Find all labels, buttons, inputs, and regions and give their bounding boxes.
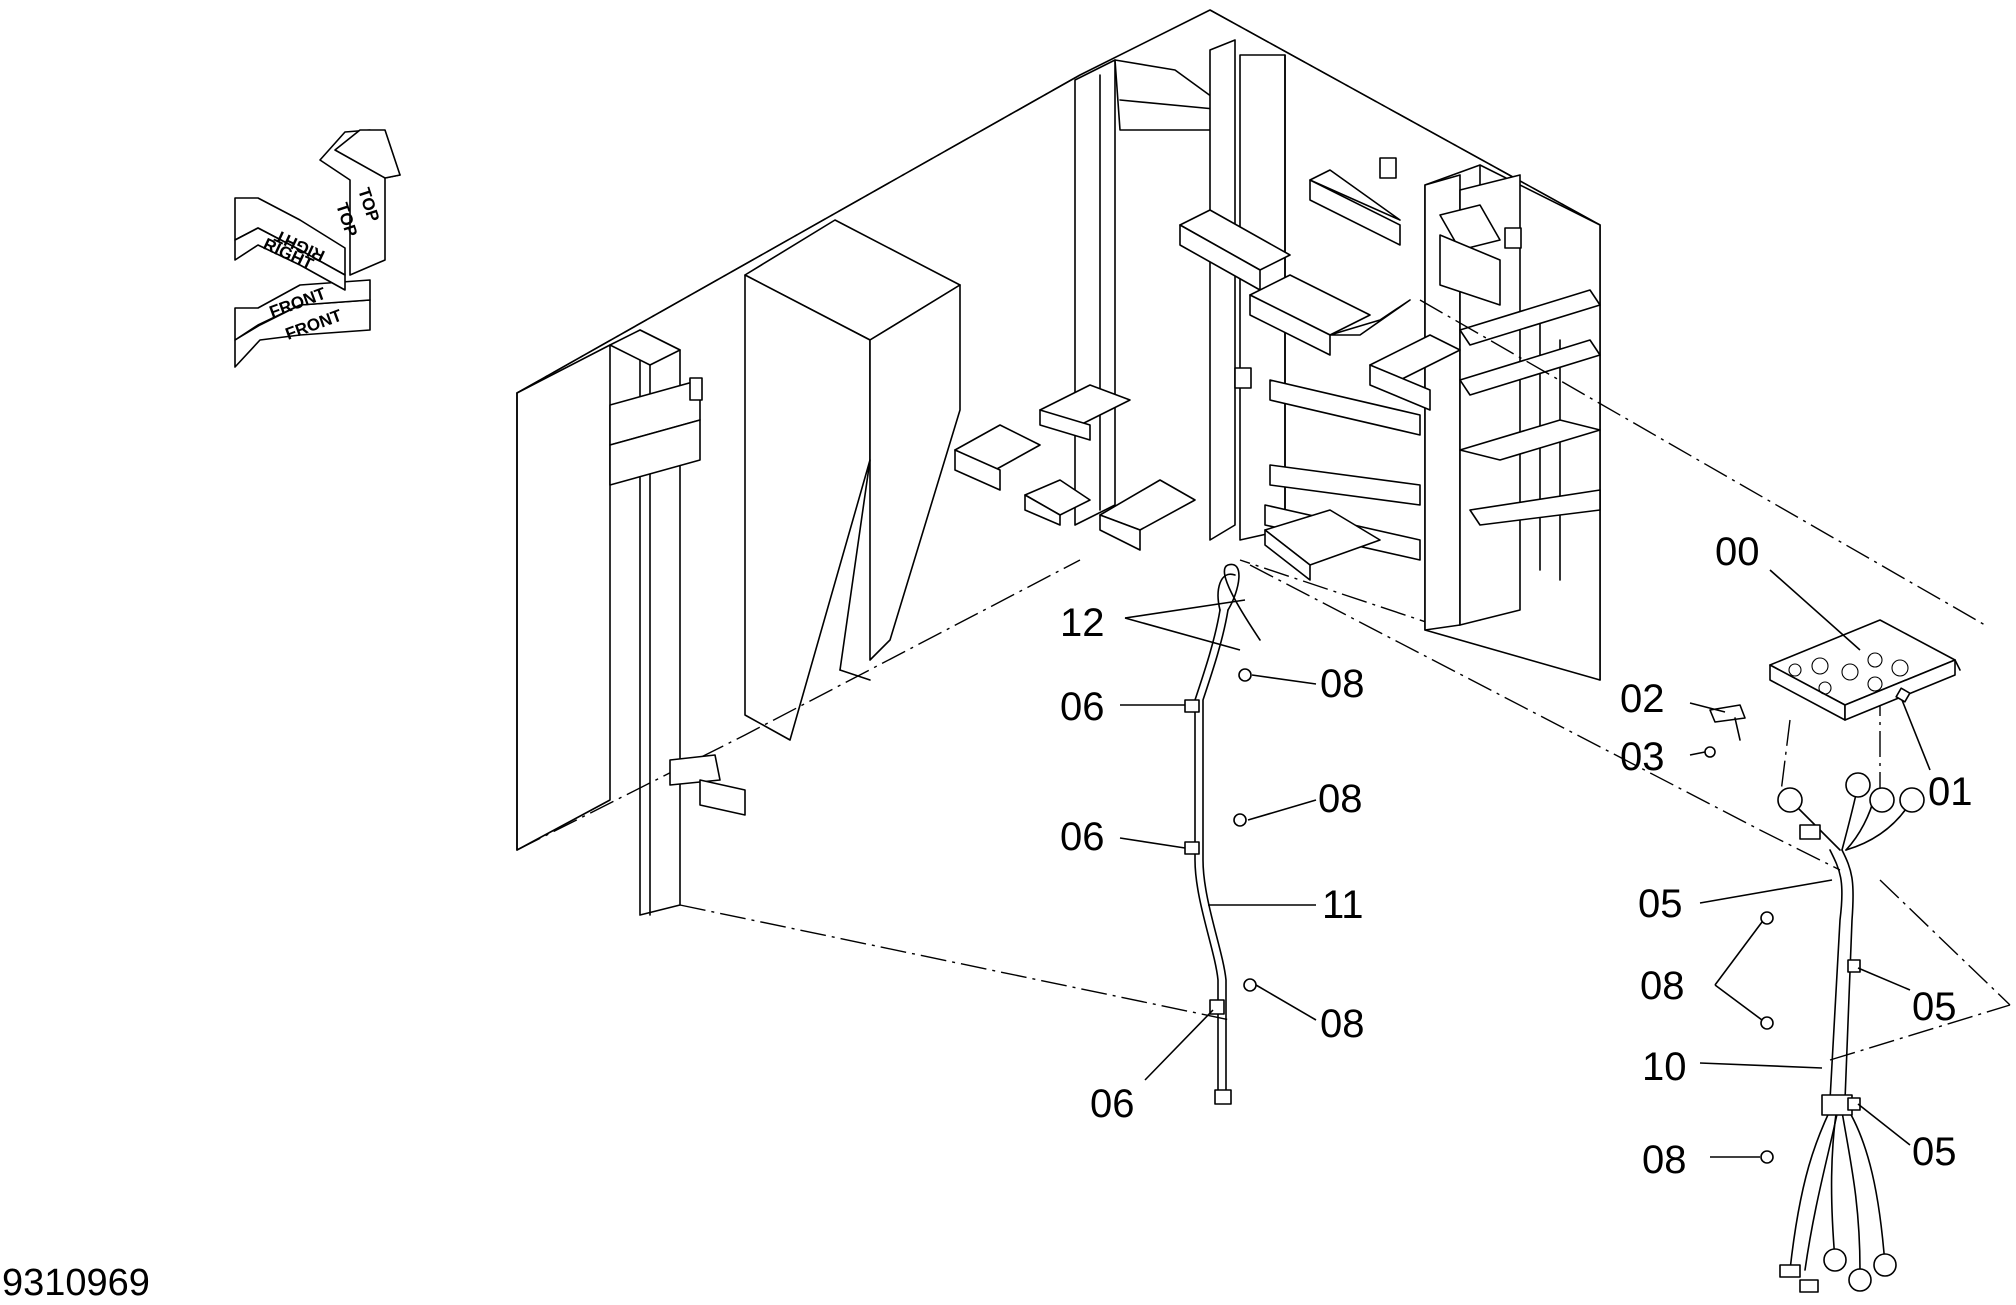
callout-06-lower: 06 <box>1090 1082 1135 1126</box>
callout-labels: 00 01 02 03 05 05 05 06 06 06 08 08 08 0… <box>1060 530 1973 1182</box>
callout-05-lower: 05 <box>1912 1130 1957 1174</box>
bracket-plate-00 <box>1769 619 1961 721</box>
small-parts <box>1704 687 1911 758</box>
wire-harness-10 <box>1777 772 1925 1293</box>
callout-06-middle: 06 <box>1060 815 1105 859</box>
callout-12: 12 <box>1060 601 1105 645</box>
callout-02: 02 <box>1620 677 1665 721</box>
leader-lines <box>1119 569 1931 1158</box>
orientation-arrows-icon: TOP TOP RIGHT RIGHT FRONT FRONT <box>234 129 401 368</box>
wire-harness-11 <box>1184 563 1261 1105</box>
callout-10: 10 <box>1642 1045 1687 1089</box>
callout-08-d: 08 <box>1640 964 1685 1008</box>
document-number: 9310969 <box>2 1262 150 1304</box>
callout-11: 11 <box>1322 883 1364 927</box>
cabinet-frame <box>516 9 1601 1021</box>
callout-08-a: 08 <box>1320 662 1365 706</box>
callout-05-upper: 05 <box>1638 882 1683 926</box>
callout-00: 00 <box>1715 530 1760 574</box>
callout-01: 01 <box>1928 770 1973 814</box>
callout-08-e: 08 <box>1642 1138 1687 1182</box>
screws-08-right <box>1760 911 1774 1164</box>
callout-08-b: 08 <box>1318 777 1363 821</box>
callout-05-middle: 05 <box>1912 985 1957 1029</box>
explode-lines <box>1249 299 2011 1061</box>
callout-03: 03 <box>1620 735 1665 779</box>
callout-06-upper: 06 <box>1060 685 1105 729</box>
callout-08-c: 08 <box>1320 1002 1365 1046</box>
